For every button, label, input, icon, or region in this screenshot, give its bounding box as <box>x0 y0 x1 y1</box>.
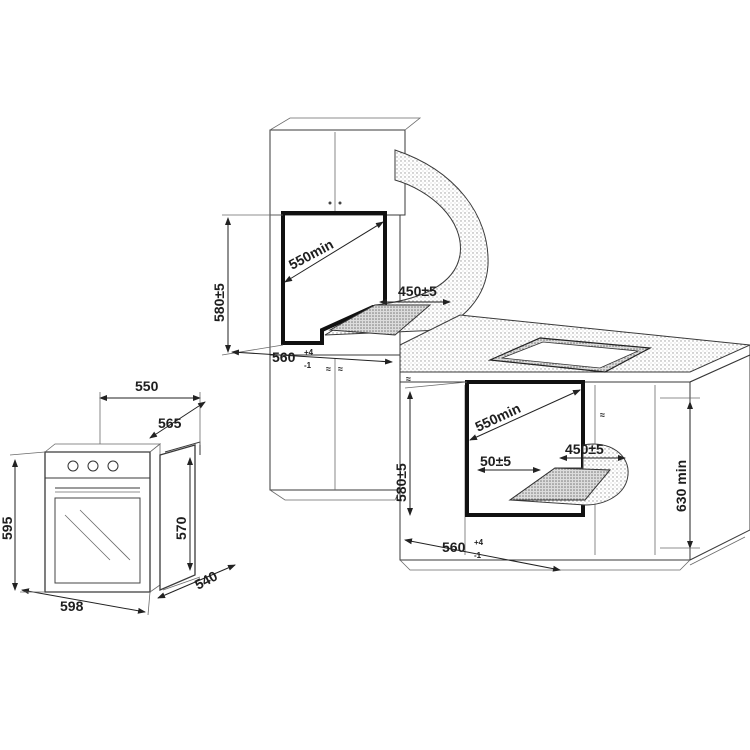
counter-width-tol-plus: +4 <box>474 538 484 547</box>
oven-body-height-label: 570 <box>173 516 189 540</box>
svg-text:≈: ≈ <box>338 364 343 374</box>
wall-niche-width-label: 560 <box>272 349 296 365</box>
oven-height-label: 595 <box>0 516 15 540</box>
oven-top-depth-label: 550 <box>135 378 159 394</box>
wall-width-tol-plus: +4 <box>304 348 314 357</box>
oven-width-label: 598 <box>60 598 84 614</box>
oven-side-view <box>159 441 201 591</box>
svg-text:≈: ≈ <box>326 364 331 374</box>
wall-niche-outline <box>281 211 387 345</box>
wall-width-tol-minus: -1 <box>304 361 312 370</box>
wall-niche-depth-label: 550min <box>286 236 336 273</box>
counter-niche-depth-label: 550min <box>473 400 523 435</box>
counter-width-tol-minus: -1 <box>474 551 482 560</box>
counter-niche-width-label: 560 <box>442 539 466 555</box>
svg-text:≈: ≈ <box>406 374 411 384</box>
svg-text:≈: ≈ <box>600 410 605 420</box>
oven-body-depth-label: 565 <box>158 415 182 431</box>
oven-front-view <box>44 443 162 593</box>
oven-base-depth-label: 540 <box>192 567 220 592</box>
counter-height-label: 630 min <box>673 460 689 512</box>
dimension-lines <box>9 214 700 616</box>
wall-vent-depth-label: 450±5 <box>398 283 437 299</box>
counter-vent-depth-label: 450±5 <box>565 441 604 457</box>
under-counter-niche-outline <box>465 380 585 517</box>
counter-niche-height-label: 580±5 <box>393 463 409 502</box>
wall-unit-cabinet: ≈ ≈ <box>269 117 489 501</box>
counter-vent-gap-label: 50±5 <box>480 453 511 469</box>
wall-niche-height-label: 580±5 <box>211 283 227 322</box>
